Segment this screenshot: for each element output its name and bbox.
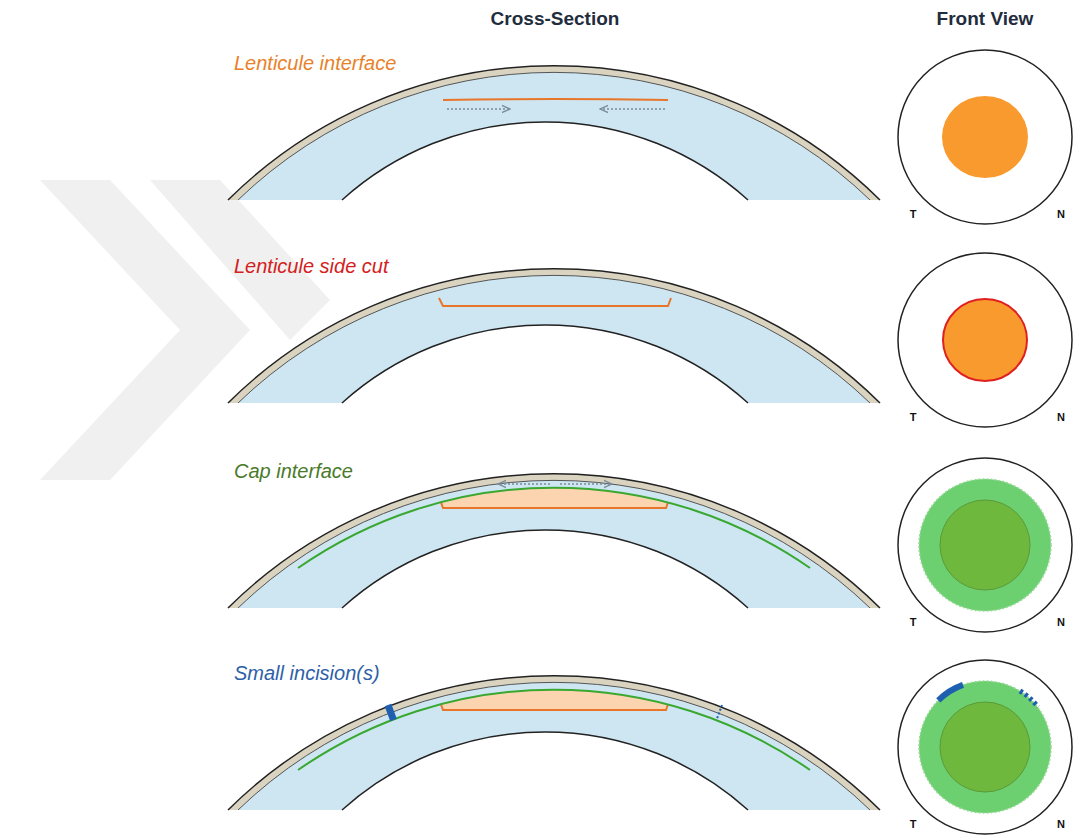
step-label: Small incision(s)	[234, 662, 380, 685]
temporal-marker: T	[910, 616, 917, 629]
nasal-marker: N	[1057, 616, 1065, 629]
temporal-marker: T	[910, 818, 917, 831]
step-label: Cap interface	[234, 460, 353, 483]
temporal-marker: T	[910, 208, 917, 221]
step-label: Lenticule interface	[234, 52, 396, 75]
step-label: Lenticule side cut	[234, 255, 389, 278]
nasal-marker: N	[1057, 208, 1065, 221]
column-heading: Cross-Section	[491, 8, 620, 30]
temporal-marker: T	[910, 411, 917, 424]
nasal-marker: N	[1057, 411, 1065, 424]
nasal-marker: N	[1057, 818, 1065, 831]
column-heading: Front View	[937, 8, 1034, 30]
